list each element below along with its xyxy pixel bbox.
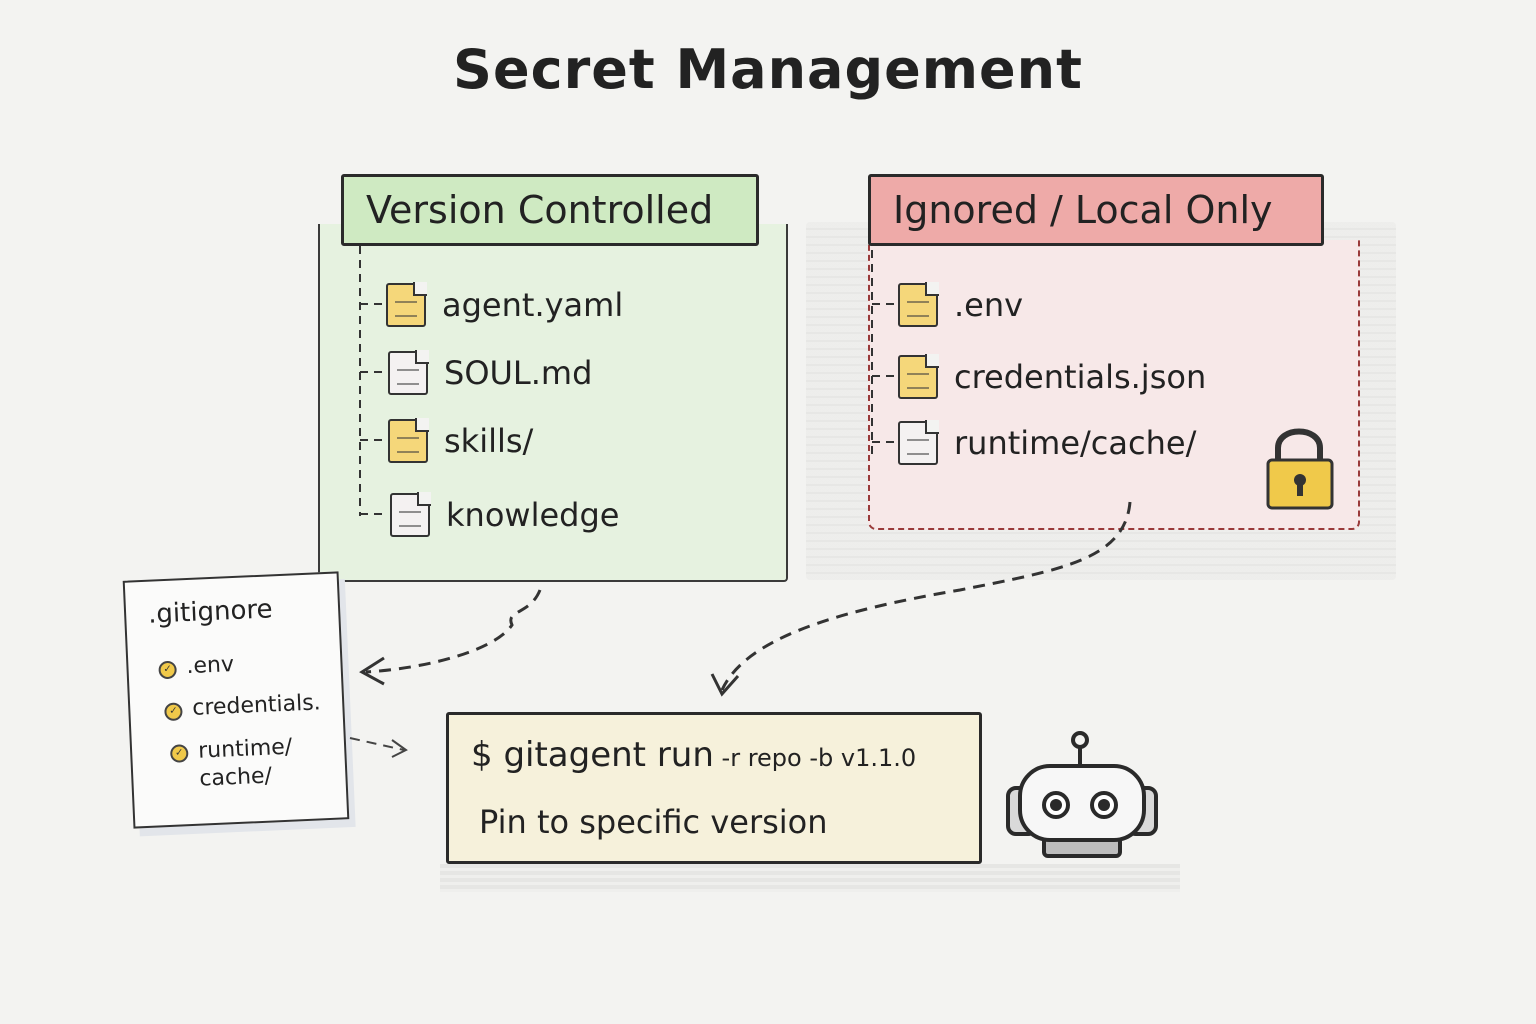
- file-item: .env: [898, 280, 1023, 330]
- yellow-file-icon: [388, 418, 429, 463]
- command-line: $ gitagent run -r repo -b v1.1.0: [471, 735, 916, 775]
- ignored-tree-lines: [871, 250, 896, 460]
- diagram-title: Secret Management: [453, 38, 1083, 101]
- file-name: credentials.json: [954, 358, 1207, 396]
- arrow-to-gitignore: [359, 589, 542, 686]
- arrow-to-command: [710, 501, 1132, 697]
- file-name: SOUL.md: [444, 354, 593, 392]
- command-args: -r repo -b v1.1.0: [713, 744, 917, 772]
- file-item: agent.yaml: [386, 280, 623, 330]
- command-shadow: [440, 864, 1180, 892]
- robot-icon: [1006, 731, 1158, 858]
- command-description: Pin to specific version: [479, 803, 828, 841]
- file-item: credentials.json: [898, 352, 1206, 402]
- file-name: agent.yaml: [442, 286, 624, 324]
- yellow-file-icon: [898, 354, 939, 399]
- yellow-file-icon: [386, 282, 427, 327]
- yellow-file-icon: [898, 282, 939, 327]
- version-controlled-header: Version Controlled: [341, 174, 759, 246]
- file-item: skills/: [388, 416, 533, 466]
- white-file-icon: [390, 492, 431, 537]
- file-name: runtime/cache/: [954, 424, 1197, 462]
- file-item: SOUL.md: [388, 348, 592, 398]
- file-item: runtime/cache/: [898, 418, 1196, 468]
- white-file-icon: [898, 420, 939, 465]
- ignored-header: Ignored / Local Only: [868, 174, 1324, 246]
- arrow-gitignore-to-command: [349, 737, 408, 758]
- command-main: $ gitagent run: [471, 735, 714, 775]
- padlock-icon: [1266, 428, 1334, 510]
- file-name: skills/: [444, 422, 534, 460]
- file-name: .env: [954, 286, 1024, 324]
- vc-tree-lines: [359, 246, 388, 516]
- file-name: knowledge: [446, 496, 620, 534]
- file-item: knowledge: [390, 490, 619, 540]
- white-file-icon: [388, 350, 429, 395]
- command-box: $ gitagent run -r repo -b v1.1.0 Pin to …: [446, 712, 982, 864]
